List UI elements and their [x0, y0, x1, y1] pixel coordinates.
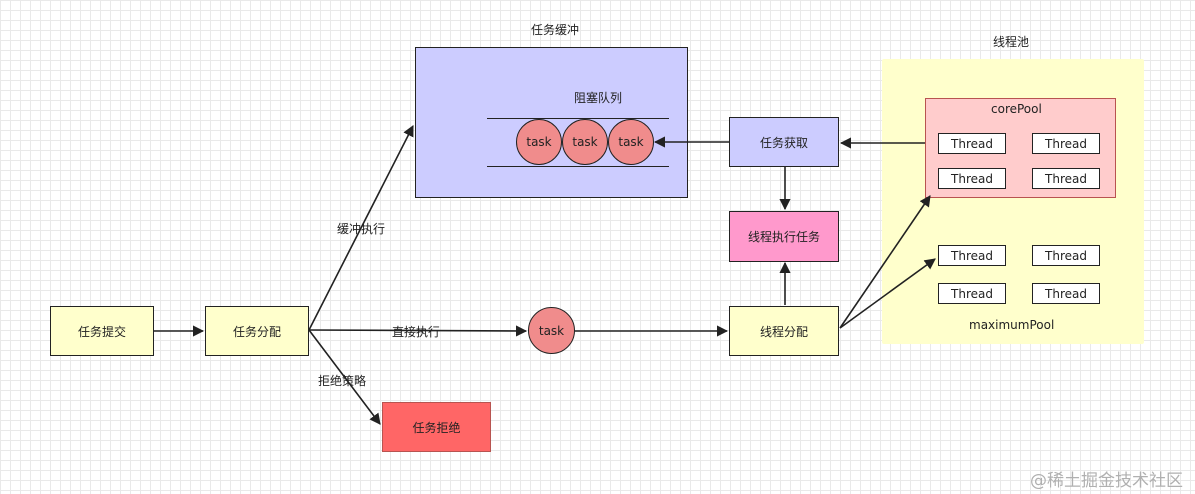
core-thread-1: Thread — [938, 133, 1006, 154]
max-thread-3: Thread — [938, 283, 1006, 304]
buffer-exec-label: 缓冲执行 — [337, 222, 386, 236]
blocking-queue-label: 阻塞队列 — [574, 91, 623, 105]
arrow-dispatch-to-buffer — [308, 125, 414, 331]
direct-exec-label: 直接执行 — [392, 325, 441, 339]
queue-task-3: task — [608, 119, 654, 165]
run-node: 线程执行任务 — [729, 211, 839, 262]
max-thread-4: Thread — [1032, 283, 1100, 304]
direct-task: task — [528, 307, 575, 354]
watermark: @稀土掘金技术社区 — [1030, 471, 1183, 491]
queue-task-1: task — [516, 119, 562, 165]
arrow-thread-dispatch-to-core-pool — [839, 195, 931, 329]
queue-top-rail — [487, 118, 669, 119]
core-pool-label: corePool — [991, 102, 1042, 116]
reject-node: 任务拒绝 — [382, 402, 491, 452]
thread-dispatch-node: 线程分配 — [729, 306, 839, 356]
core-thread-4: Thread — [1032, 168, 1100, 189]
max-thread-2: Thread — [1032, 245, 1100, 266]
queue-bottom-rail — [487, 166, 669, 167]
thread-pool-label: 线程池 — [993, 35, 1030, 49]
core-thread-3: Thread — [938, 168, 1006, 189]
arrow-dispatch-to-reject — [308, 329, 381, 425]
reject-policy-label: 拒绝策略 — [318, 374, 367, 388]
submit-node: 任务提交 — [50, 306, 154, 356]
dispatch-node: 任务分配 — [205, 306, 309, 356]
fetch-node: 任务获取 — [729, 117, 839, 167]
max-thread-1: Thread — [938, 245, 1006, 266]
arrow-thread-dispatch-to-max-pool — [839, 258, 936, 329]
core-thread-2: Thread — [1032, 133, 1100, 154]
queue-task-2: task — [562, 119, 608, 165]
task-buffer-label: 任务缓冲 — [531, 23, 580, 37]
max-pool-label: maximumPool — [969, 318, 1055, 332]
arrow-dispatch-to-direct-task — [308, 325, 528, 337]
